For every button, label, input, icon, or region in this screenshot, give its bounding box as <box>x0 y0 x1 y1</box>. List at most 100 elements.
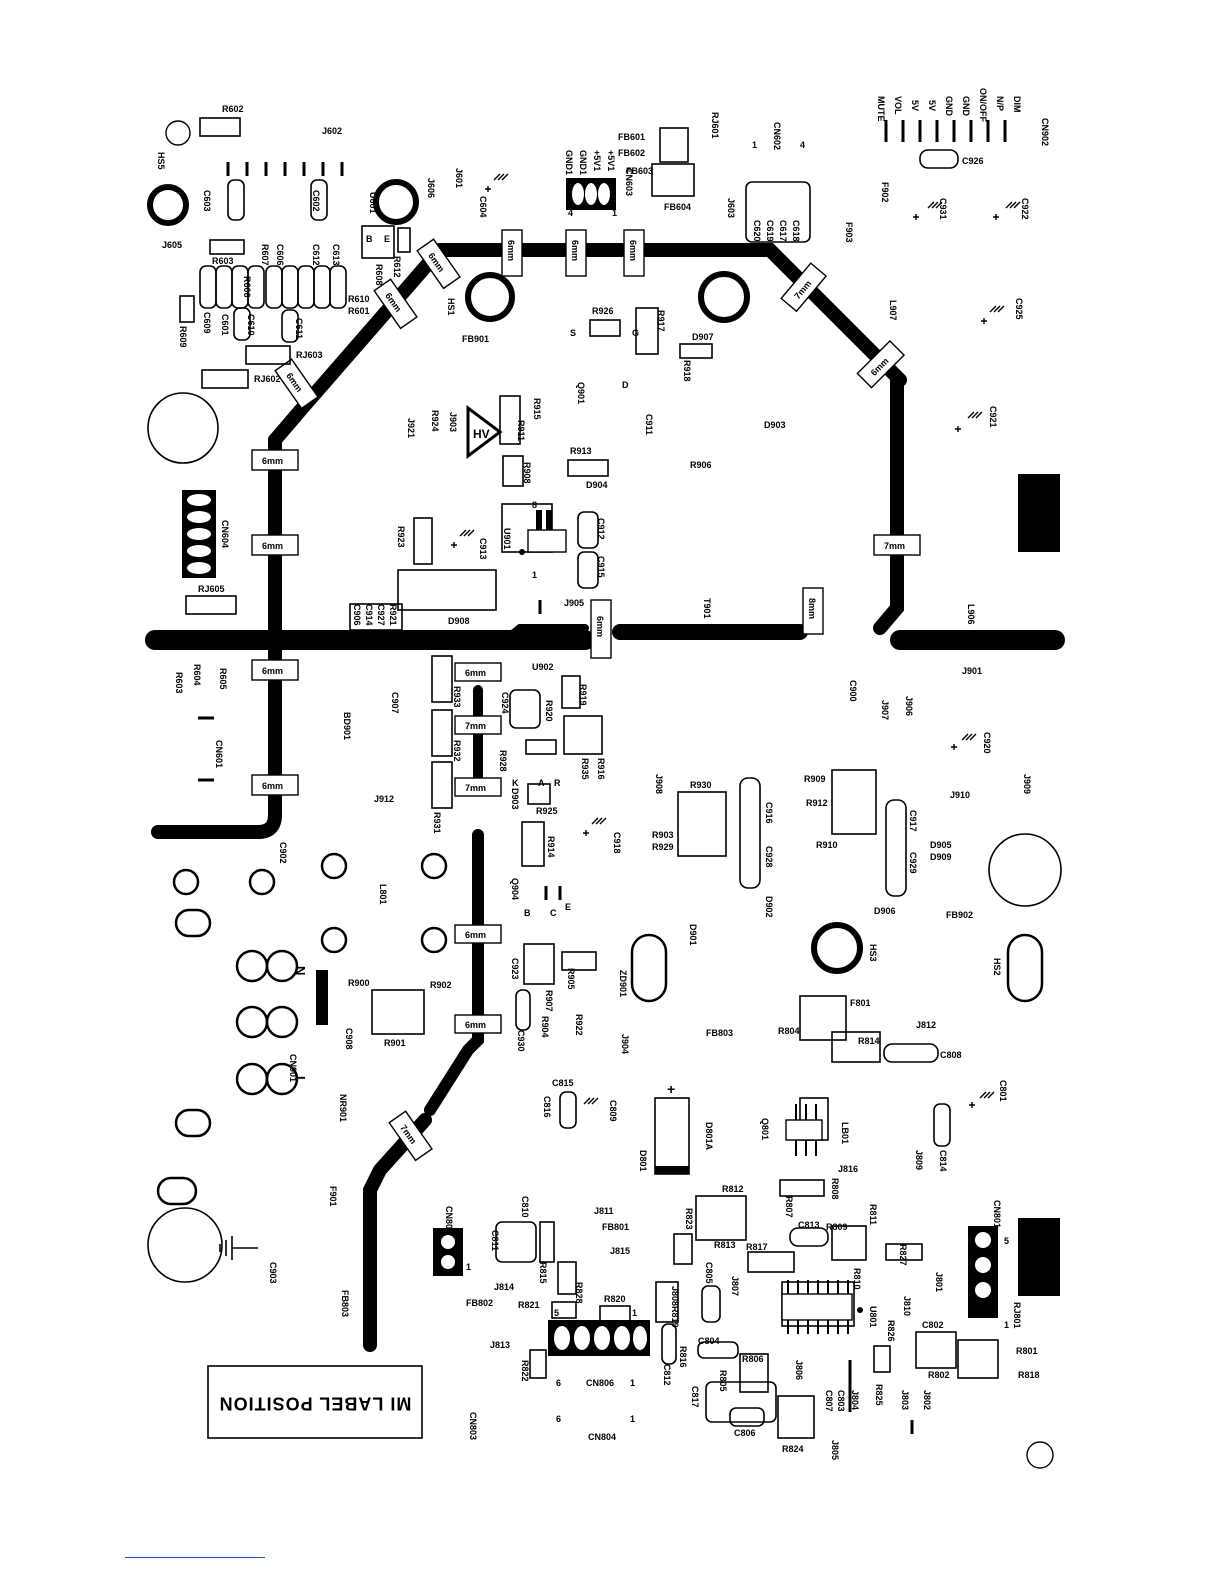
designator: C612 <box>311 244 321 266</box>
designator: C924 <box>500 692 510 714</box>
designator: R817 <box>746 1242 768 1252</box>
designator: D903 <box>510 788 520 810</box>
designator: R905 <box>566 968 576 990</box>
designator: J605 <box>162 240 182 250</box>
designator: C917 <box>908 810 918 832</box>
designator: F902 <box>880 182 890 203</box>
svg-text:6: 6 <box>556 1414 561 1424</box>
designator: R903 <box>652 830 674 840</box>
designator: C914 <box>364 604 374 626</box>
designator: J804 <box>850 1390 860 1410</box>
width-marker: 6mm <box>274 358 319 410</box>
hole-fb902 <box>988 833 1062 907</box>
ic-q801 <box>785 1104 823 1156</box>
designator: R923 <box>396 526 406 548</box>
designator: C613 <box>331 244 341 266</box>
designator: R912 <box>806 798 828 808</box>
designator: R820 <box>604 1294 626 1304</box>
width-marker: 6mm <box>373 278 418 330</box>
designator: HS5 <box>156 152 166 170</box>
designator: R906 <box>690 460 712 470</box>
designator: L801 <box>378 884 388 905</box>
designator: D908 <box>448 616 470 626</box>
designator: CN802 <box>444 1206 454 1234</box>
designator: J806 <box>794 1360 804 1380</box>
svg-text:B: B <box>366 234 373 244</box>
designator: R608 <box>374 264 384 286</box>
designator: C609 <box>202 312 212 334</box>
svg-text:4: 4 <box>800 140 805 150</box>
designator: F801 <box>850 998 871 1008</box>
designator: R811 <box>868 1204 878 1225</box>
svg-text:5: 5 <box>554 1308 559 1318</box>
designator: C913 <box>478 538 488 560</box>
svg-text:L: L <box>293 1076 308 1084</box>
designator: RJ605 <box>198 584 225 594</box>
svg-text:6mm: 6mm <box>262 781 283 791</box>
hole-hs5 <box>147 184 189 226</box>
designator: U801 <box>868 1306 878 1328</box>
designator: R610 <box>348 294 370 304</box>
width-marker: 7mm <box>454 777 502 797</box>
designator: C918 <box>612 832 622 854</box>
designator: CN602 <box>772 122 782 150</box>
designator: C929 <box>908 852 918 874</box>
designator: Q901 <box>576 382 586 404</box>
designator: C920 <box>982 732 992 754</box>
designator: C810 <box>520 1196 530 1218</box>
designator: R926 <box>592 306 614 316</box>
svg-text:6mm: 6mm <box>465 930 486 940</box>
designator: R909 <box>804 774 826 784</box>
designator: FB802 <box>466 1298 493 1308</box>
svg-text:N: N <box>293 966 308 975</box>
svg-text:R: R <box>554 778 561 788</box>
designator: R932 <box>452 740 462 762</box>
designator: FB803 <box>340 1290 350 1317</box>
power-traces <box>145 243 1065 1352</box>
hole-small-bottom <box>1026 1441 1054 1469</box>
designator: C801 <box>998 1080 1008 1102</box>
designator: J803 <box>900 1390 910 1410</box>
width-marker: 7mm <box>454 715 502 735</box>
designator: R902 <box>430 980 452 990</box>
svg-text:HV: HV <box>473 427 490 441</box>
pad-oval <box>174 1108 212 1138</box>
designator: LB01 <box>840 1122 850 1144</box>
footer-rule <box>125 1557 265 1558</box>
designator: R602 <box>222 104 244 114</box>
designator: R914 <box>546 836 556 858</box>
svg-text:1: 1 <box>466 1262 471 1272</box>
trace-width-markers: 6mm 6mm 6mm 6mm 6mm 6mm 6mm 6mm 6mm 6mm … <box>251 229 921 1162</box>
designator: C606 <box>275 244 285 266</box>
svg-text:6mm: 6mm <box>262 666 283 676</box>
designator: C611 <box>294 318 304 339</box>
pad-oval <box>156 1176 198 1206</box>
designator: R814 <box>858 1036 880 1046</box>
designator: L906 <box>966 604 976 625</box>
designator: R920 <box>544 700 554 722</box>
designator: R910 <box>816 840 838 850</box>
designator: R822 <box>520 1360 530 1382</box>
capacitor-d801: + <box>654 1081 690 1175</box>
designator: R603 <box>212 256 234 266</box>
designator: Q801 <box>760 1118 770 1140</box>
designator: R813 <box>714 1240 736 1250</box>
designator: C907 <box>390 692 400 714</box>
designator: R609 <box>178 326 188 348</box>
designator: FB901 <box>462 334 489 344</box>
designator: CN806 <box>586 1378 614 1388</box>
designator: J909 <box>1022 774 1032 794</box>
svg-text:7mm: 7mm <box>465 783 486 793</box>
designator: C610 <box>246 314 256 336</box>
designator: J907 <box>880 700 890 720</box>
width-marker: 7mm <box>780 262 828 313</box>
svg-text:+5V1: +5V1 <box>592 150 602 171</box>
trace-left-vertical <box>151 433 282 839</box>
designator: D907 <box>692 332 714 342</box>
designator: D904 <box>586 480 608 490</box>
designator: R606 <box>242 276 252 298</box>
svg-text:B: B <box>524 908 531 918</box>
svg-text:ON/OFF: ON/OFF <box>978 88 988 122</box>
designator: R603 <box>174 672 184 694</box>
svg-text:N/P: N/P <box>995 96 1005 111</box>
